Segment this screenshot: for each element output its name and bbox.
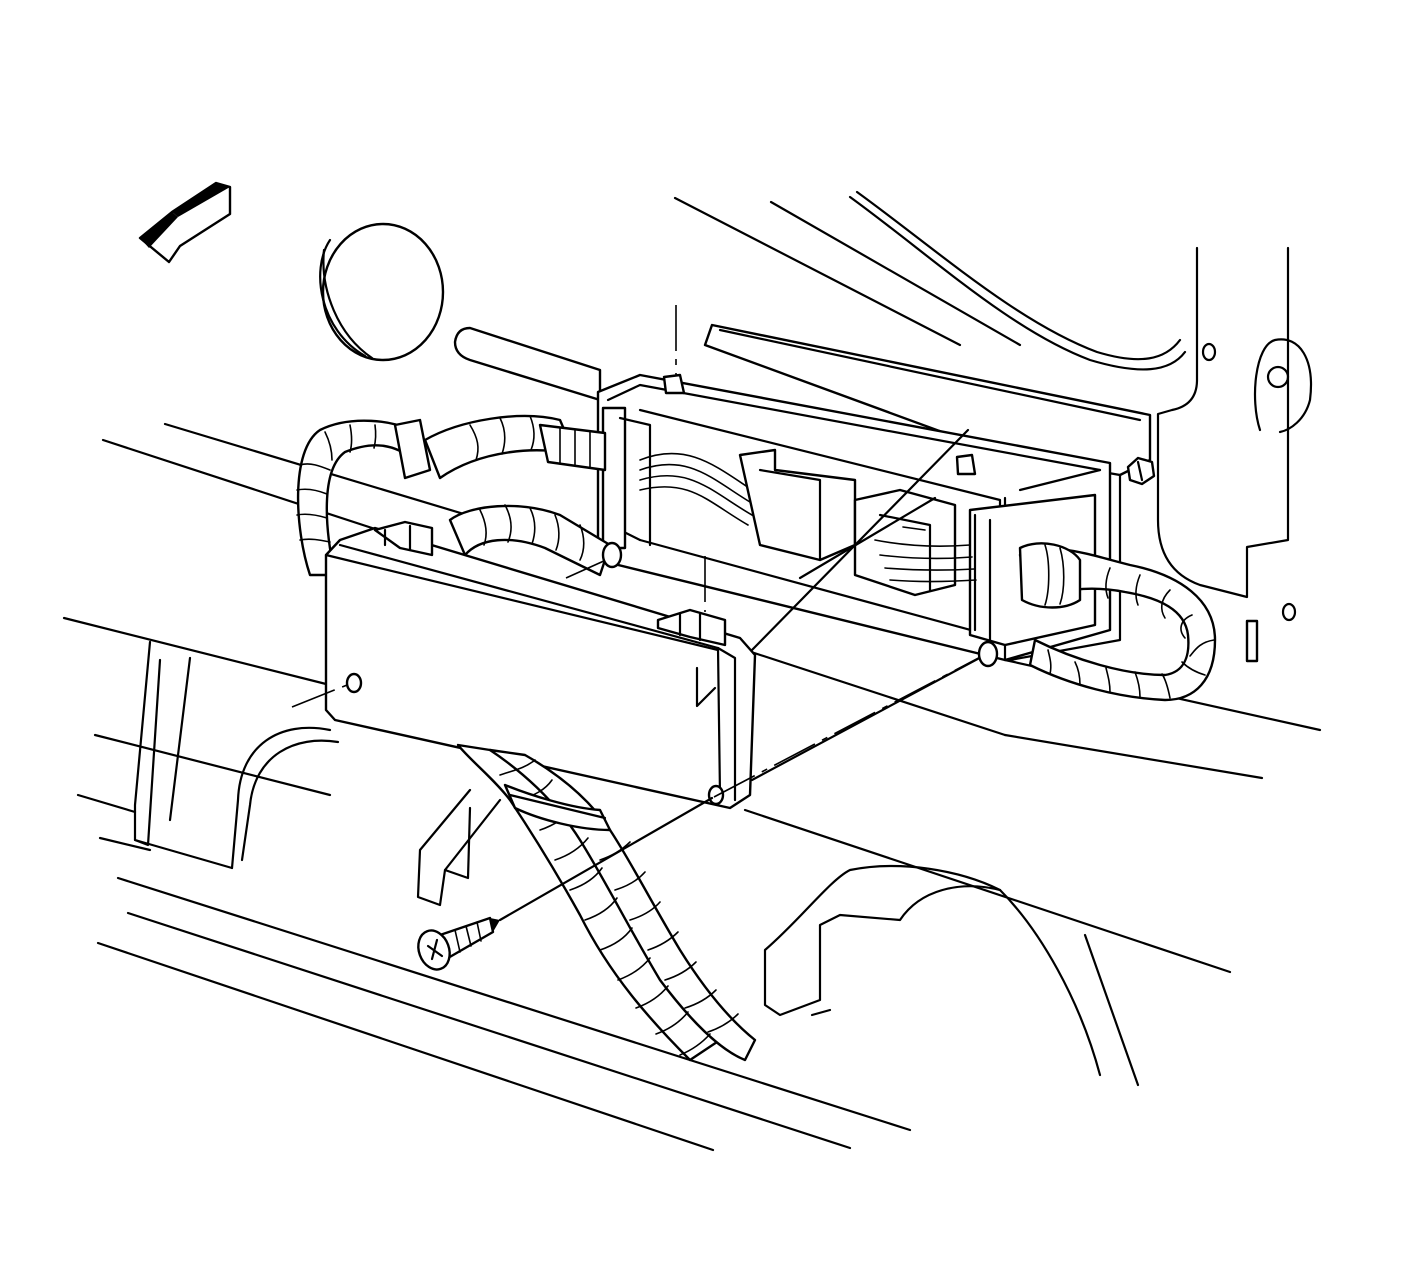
nut-icon xyxy=(1126,456,1156,486)
module-cover-icon xyxy=(324,520,757,810)
direction-arrow-icon xyxy=(138,181,232,264)
connector-housing-icon xyxy=(596,373,1112,662)
wiring-harness-left-loop xyxy=(296,414,612,577)
alignment-leader-lines xyxy=(291,305,999,922)
mounting-rail xyxy=(453,323,1152,662)
wiring-harness-lower xyxy=(456,743,757,1062)
mounting-screw-icon xyxy=(417,916,500,971)
wiring-harness-right-loop xyxy=(1018,542,1217,702)
grommet-plug-icon xyxy=(319,222,445,362)
